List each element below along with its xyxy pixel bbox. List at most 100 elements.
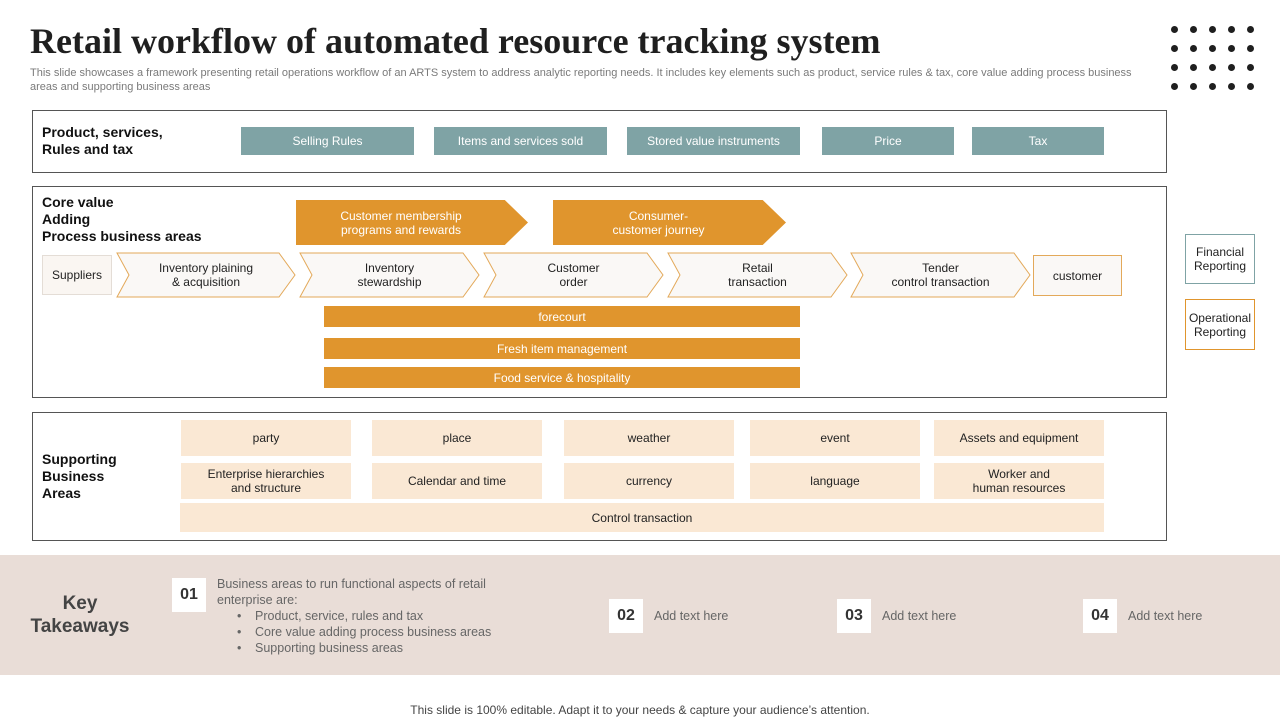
step-customer-order-line2: order [559, 275, 588, 289]
supporting-areas-label-line1: Supporting [42, 451, 117, 467]
footer-note: This slide is 100% editable. Adapt it to… [410, 703, 870, 717]
language-line1: language [810, 474, 860, 488]
forecourt-bar: forecourt [324, 306, 800, 327]
tax-box: Tax [972, 127, 1104, 155]
supporting-areas-label-line2: Business [42, 468, 105, 484]
enterprise-hierarchies-line2: and structure [230, 481, 302, 495]
control-transaction-bar: Control transaction [180, 503, 1104, 532]
customer-journey-line2: customer journey [612, 222, 705, 237]
step-customer-order-line1: Customer [547, 261, 600, 275]
decorative-dot [1228, 45, 1235, 52]
takeaway-text-04[interactable]: Add text here [1128, 609, 1203, 623]
process-step: Customer order [483, 252, 664, 298]
page-subtitle: This slide showcases a framework present… [30, 67, 1132, 93]
membership-programs-line2: programs and rewards [340, 222, 462, 237]
product-services-label: Product, services, Rules and tax [42, 124, 163, 158]
takeaway-text-02[interactable]: Add text here [654, 609, 729, 623]
currency-box: currency [564, 463, 734, 499]
decorative-dot [1190, 64, 1197, 71]
financial-reporting-line2: Reporting [1193, 259, 1247, 273]
takeaway-bullet: Product, service, rules and tax [237, 608, 537, 624]
step-retail-transaction-line1: Retail [742, 261, 773, 275]
decorative-dot [1247, 26, 1254, 33]
takeaway-bullet-list: Product, service, rules and tax Core val… [217, 608, 537, 656]
step-inventory-planning-line1: Inventory plaining [158, 261, 254, 275]
step-tender-control-line1: Tender [922, 261, 959, 275]
decorative-dot [1247, 45, 1254, 52]
worker-resources-line2: human resources [972, 481, 1066, 495]
items-services-sold-box: Items and services sold [434, 127, 607, 155]
worker-resources-box: Worker and human resources [934, 463, 1104, 499]
decorative-dot [1171, 64, 1178, 71]
core-value-label-line3: Process business areas [42, 228, 202, 244]
decorative-dot [1228, 26, 1235, 33]
key-takeaways-title-line1: Key [62, 593, 98, 614]
operational-reporting-line2: Reporting [1193, 324, 1246, 339]
process-step: Retail transaction [667, 252, 848, 298]
customer-box: customer [1033, 255, 1122, 296]
takeaway-text-03[interactable]: Add text here [882, 609, 957, 623]
decorative-dot [1228, 64, 1235, 71]
supporting-areas-label-line3: Areas [42, 485, 81, 501]
operational-reporting-line1: Operational [1188, 310, 1252, 325]
decorative-dot [1247, 64, 1254, 71]
decorative-dot [1209, 45, 1216, 52]
takeaway-intro-line1: Business areas to run functional aspects… [217, 577, 486, 591]
place-box: place [372, 420, 542, 456]
takeaway-bullet: Supporting business areas [237, 640, 537, 656]
decorative-dot [1171, 83, 1178, 90]
decorative-dot [1209, 83, 1216, 90]
decorative-dot [1171, 26, 1178, 33]
enterprise-hierarchies-box: Enterprise hierarchies and structure [181, 463, 351, 499]
key-takeaways-title-line2: Takeaways [30, 616, 130, 637]
customer-journey-line1: Consumer- [628, 208, 689, 223]
operational-reporting-box: Operational Reporting [1185, 299, 1255, 350]
event-box: event [750, 420, 920, 456]
product-services-label-line2: Rules and tax [42, 141, 134, 157]
key-takeaways-title: Key Takeaways [20, 592, 140, 638]
enterprise-hierarchies-line1: Enterprise hierarchies [207, 467, 325, 481]
dot-grid-decoration [1171, 26, 1261, 96]
membership-programs-arrow: Customer membership programs and rewards [296, 200, 528, 245]
step-tender-control-line2: control transaction [891, 275, 990, 289]
stored-value-instruments-box: Stored value instruments [627, 127, 800, 155]
step-inventory-stewardship-line2: stewardship [357, 275, 422, 289]
decorative-dot [1171, 45, 1178, 52]
takeaway-intro-line2: enterprise are: [217, 593, 298, 607]
selling-rules-box: Selling Rules [241, 127, 414, 155]
process-step: Inventory stewardship [299, 252, 480, 298]
takeaway-number-04: 04 [1083, 599, 1117, 633]
currency-line1: currency [625, 474, 672, 488]
core-value-label-line1: Core value [42, 194, 114, 210]
decorative-dot [1247, 83, 1254, 90]
fresh-item-bar: Fresh item management [324, 338, 800, 359]
takeaway-number-03: 03 [837, 599, 871, 633]
calendar-time-line1: Calendar and time [407, 474, 507, 488]
step-retail-transaction-line2: transaction [728, 275, 787, 289]
decorative-dot [1190, 83, 1197, 90]
takeaway-number-02: 02 [609, 599, 643, 633]
calendar-time-box: Calendar and time [372, 463, 542, 499]
membership-programs-line1: Customer membership [340, 208, 462, 223]
assets-equipment-box: Assets and equipment [934, 420, 1104, 456]
customer-journey-arrow: Consumer- customer journey [553, 200, 786, 245]
takeaway-bullet: Core value adding process business areas [237, 624, 537, 640]
decorative-dot [1190, 26, 1197, 33]
takeaway-text-01: Business areas to run functional aspects… [217, 576, 537, 656]
food-service-bar: Food service & hospitality [324, 367, 800, 388]
takeaway-number-01: 01 [172, 578, 206, 612]
language-box: language [750, 463, 920, 499]
core-value-label: Core value Adding Process business areas [42, 194, 202, 245]
price-box: Price [822, 127, 954, 155]
decorative-dot [1190, 45, 1197, 52]
decorative-dot [1209, 26, 1216, 33]
financial-reporting-box: Financial Reporting [1185, 234, 1255, 284]
worker-resources-line1: Worker and [988, 467, 1050, 481]
party-box: party [181, 420, 351, 456]
page-title: Retail workflow of automated resource tr… [30, 21, 881, 61]
step-inventory-stewardship-line1: Inventory [364, 261, 415, 275]
process-step: Inventory plaining & acquisition [116, 252, 296, 298]
supporting-areas-label: Supporting Business Areas [42, 451, 117, 502]
core-value-label-line2: Adding [42, 211, 91, 227]
suppliers-box: Suppliers [42, 255, 112, 295]
